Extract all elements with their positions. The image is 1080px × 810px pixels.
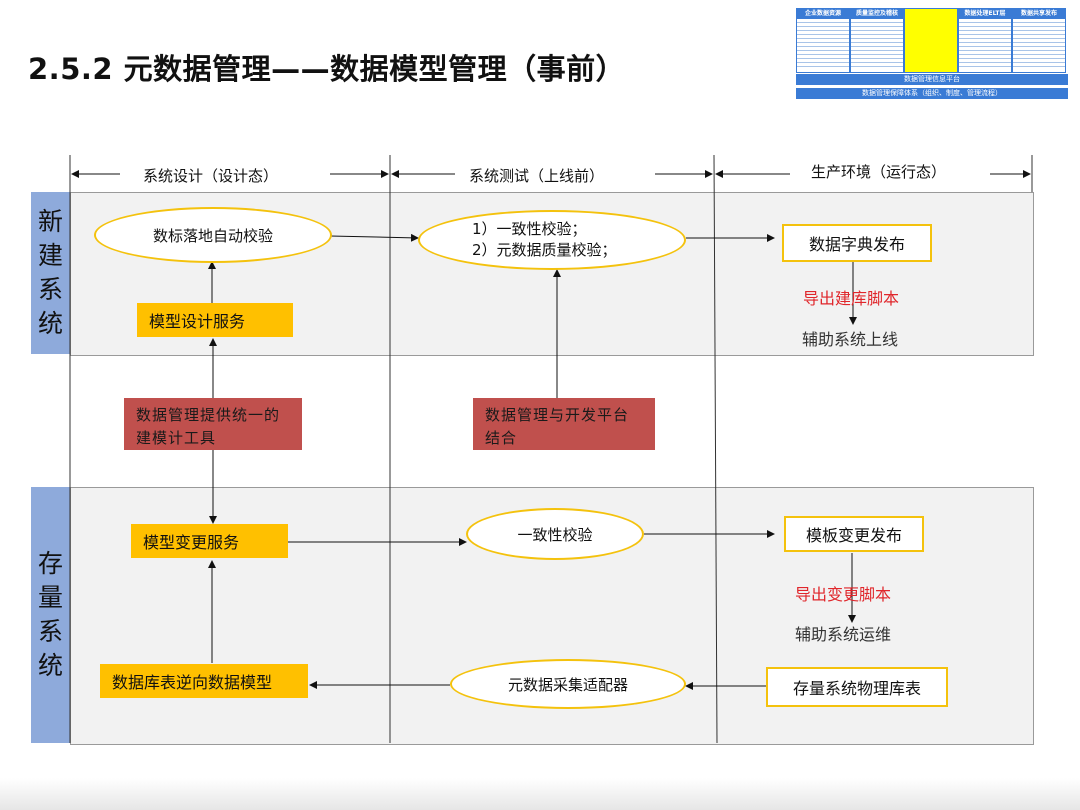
adapter-ellipse: 元数据采集适配器 [450,659,686,709]
assist-online-label: 辅助系统上线 [802,330,899,349]
model-design-box: 模型设计服务 [137,303,293,337]
thumb-panel-3 [904,8,958,73]
dev-platform-box: 数据管理与开发平台结合 [473,398,655,450]
auto-check-ellipse: 数标落地自动校验 [94,207,332,263]
template-publish-box: 模板变更发布 [784,516,924,552]
row-label-text: 新建系统 [37,207,63,338]
thumb-panel-2: 质量监控及稽核 [850,8,904,73]
thumb-panel-text [851,19,903,67]
thumb-panel-title: 数据处理ELT层 [959,9,1011,19]
arrow-auto-to-checks [329,233,419,242]
export-script-label: 导出建库脚本 [803,289,900,308]
checks-ellipse: 1）一致性校验； 2）元数据质量校验； [418,210,686,270]
thumb-panel-title: 质量监控及稽核 [851,9,903,19]
thumb-panel-text [797,19,849,67]
thumb-governance-bar: 数据管理保障体系（组织、制度、管理流程） [796,88,1068,99]
overview-thumbnail: 企业数据资源 质量监控及稽核 数据处理ELT层 数据共享发布 数据管理信息平台 … [796,8,1070,100]
thumb-platform-bar: 数据管理信息平台 [796,74,1068,85]
column-header-test: 系统测试（上线前） [469,167,605,185]
thumb-panel-1: 企业数据资源 [796,8,850,73]
row-label-text: 存量系统 [37,549,63,680]
unified-tool-box: 数据管理提供统一的建模计工具 [124,398,302,450]
thumb-panel-text [1013,19,1065,67]
row-label-new-system: 新建系统 [31,192,70,354]
row-label-legacy-system: 存量系统 [31,487,70,743]
reverse-model-box: 数据库表逆向数据模型 [100,664,308,698]
thumb-panel-title: 数据共享发布 [1013,9,1065,19]
consistency-ellipse: 一致性校验 [466,508,644,560]
check-item-consistency: 1）一致性校验； [472,220,587,238]
model-change-box: 模型变更服务 [131,524,288,558]
footer-decoration [0,778,1080,810]
thumb-panel-4: 数据处理ELT层 [958,8,1012,73]
column-header-production: 生产环境（运行态） [811,163,947,181]
export-change-label: 导出变更脚本 [795,585,892,604]
thumb-panel-title: 企业数据资源 [797,9,849,19]
assist-ops-label: 辅助系统运维 [795,625,892,644]
column-divider-2 [713,154,718,744]
dict-publish-box: 数据字典发布 [782,224,932,262]
check-item-quality: 2）元数据质量校验； [472,241,617,259]
thumb-panel-text [959,19,1011,67]
thumb-panel-5: 数据共享发布 [1012,8,1066,73]
column-header-design: 系统设计（设计态） [143,167,279,185]
page-title: 2.5.2 元数据管理——数据模型管理（事前） [28,52,626,86]
physical-tables-box: 存量系统物理库表 [766,667,948,707]
